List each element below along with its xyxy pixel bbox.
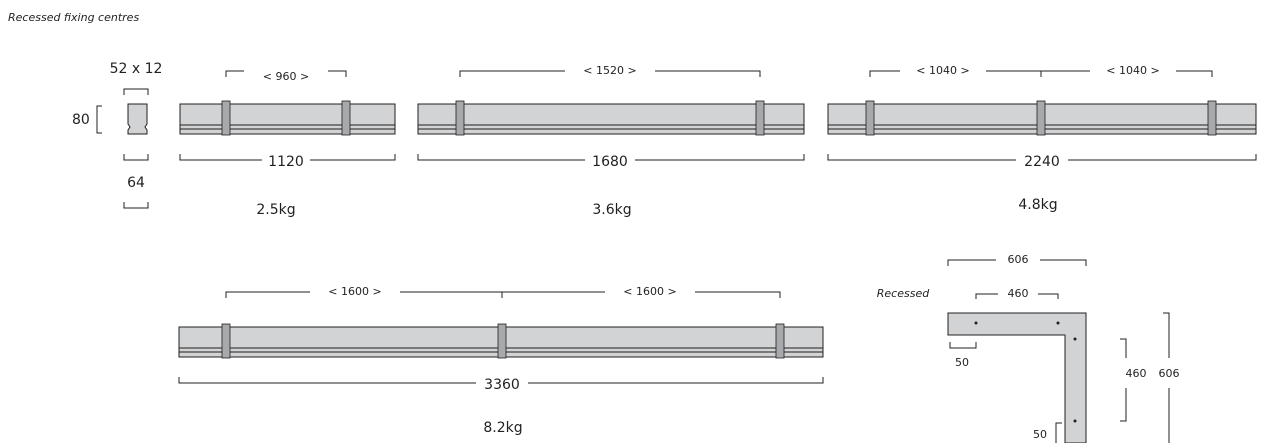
bar-1120-centre-label: < 960 > [263,70,309,83]
bar-1120: < 960 > 1120 2.5kg [179,70,396,218]
bar-2240-centre-dim [869,70,1213,77]
profile-top-label: 52 x 12 [110,61,163,77]
corner-inner-height-dim [1120,338,1127,422]
corner-fixing-3 [1073,337,1077,341]
corner-fixing-1 [974,321,978,325]
bar-1120-weight-label: 2.5kg [256,202,295,218]
bar-3360-length-dim [178,377,824,384]
corner-offset-label: 50 [955,356,969,369]
bar-1680-bracket-1 [455,100,465,136]
bar-2240-length-label: 2240 [1024,154,1060,170]
bar-2240-weight-label: 4.8kg [1018,197,1057,213]
profile-width-dim-top [123,154,149,161]
bar-1680-bracket-2 [755,100,765,136]
corner-title: Recessed [877,287,930,300]
bar-2240-bracket-1 [865,100,875,136]
corner-shape [947,312,1087,443]
bar-1120-bracket-1 [221,100,231,136]
bar-1680-centre-dim [459,70,761,77]
profile-width-label: 64 [127,175,145,191]
bar-2240-centre-label-2: < 1040 > [1106,64,1159,77]
bar-3360: < 1600 > < 1600 > 3360 8.2kg [178,285,824,436]
corner-outer-width-label: 606 [1008,253,1029,266]
bar-3360-bracket-3 [775,323,785,359]
bar-3360-centre-label-2: < 1600 > [623,285,676,298]
bar-2240-bracket-3 [1207,100,1217,136]
corner-inner-width-label: 460 [1008,287,1029,300]
bar-1120-length-label: 1120 [268,154,304,170]
profile-shape [127,103,148,135]
corner-outer-height-label: 606 [1159,367,1180,380]
profile-width-dim-bottom [123,202,149,209]
bar-1120-bracket-2 [341,100,351,136]
corner-outer-height-dim [1163,312,1170,443]
bar-3360-weight-label: 8.2kg [483,420,522,436]
bar-2240: < 1040 > < 1040 > 2240 4.8kg [827,64,1257,213]
bar-3360-bracket-1 [221,323,231,359]
corner-fixing-2 [1056,321,1060,325]
bar-1680: < 1520 > 1680 3.6kg [417,64,805,218]
bar-1120-length-dim [179,154,396,161]
profile-section: 52 x 12 80 64 [72,61,163,209]
profile-height-label: 80 [72,112,90,128]
bar-3360-centre-dim [225,291,781,298]
corner-offset-v-dim [1055,422,1062,443]
corner-inner-height-label: 460 [1126,367,1147,380]
corner-offset-dim [949,342,977,349]
caption: Recessed fixing centres [8,11,139,24]
bar-1680-centre-label: < 1520 > [583,64,636,77]
corner-fixing-4 [1073,419,1077,423]
corner-offset-v-label: 50 [1033,428,1047,441]
bar-2240-length-dim [827,154,1257,161]
recessed-corner: Recessed 606 460 50 460 606 50 [877,253,1180,443]
corner-inner-width-dim [975,293,1059,299]
corner-outer-width-dim [947,259,1087,266]
bar-3360-centre-label-1: < 1600 > [328,285,381,298]
bar-1680-length-label: 1680 [592,154,628,170]
bar-1680-length-dim [417,154,805,161]
bar-2240-bracket-2 [1036,100,1046,136]
profile-height-dim [96,105,102,134]
profile-top-dim [123,88,149,95]
bar-3360-length-label: 3360 [484,377,520,393]
bar-2240-centre-label-1: < 1040 > [916,64,969,77]
bar-3360-bracket-2 [497,323,507,359]
bar-1680-weight-label: 3.6kg [592,202,631,218]
bar-1120-centre-dim [225,70,347,77]
